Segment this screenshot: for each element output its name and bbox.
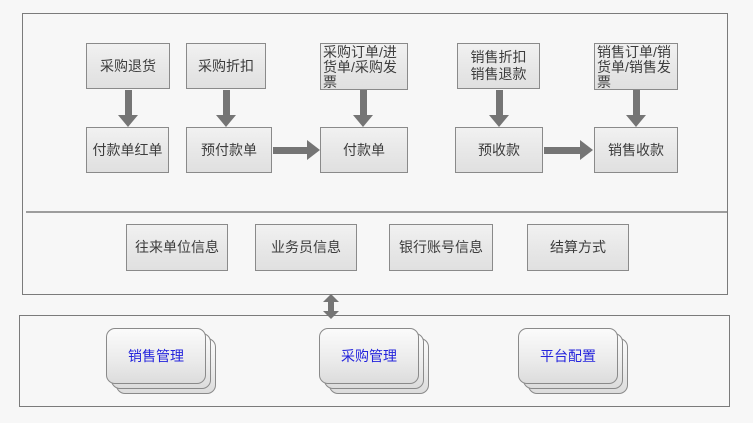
module-label: 采购管理 (341, 348, 397, 364)
divider-line (26, 211, 727, 213)
info-box-partner-info: 往来单位信息 (126, 224, 228, 271)
info-box-settlement-method: 结算方式 (527, 224, 629, 271)
down-arrow-icon (353, 90, 374, 127)
module-card-front: 平台配置 (518, 328, 618, 384)
down-arrow-icon (216, 90, 237, 127)
module-card-sales-management: 销售管理 (106, 328, 218, 396)
updown-arrow-icon (323, 294, 339, 319)
finance-flow-section (22, 13, 728, 295)
modules-section (19, 315, 730, 407)
flow-box-purchase-order-invoice: 采购订单/进货单/采购发票 (320, 43, 408, 90)
module-card-front: 销售管理 (106, 328, 206, 384)
down-arrow-icon (118, 90, 139, 127)
flow-box-purchase-return: 采购退货 (86, 43, 170, 89)
flow-box-payment-red-note: 付款单红单 (86, 127, 169, 173)
flow-box-prepayment: 预付款单 (186, 127, 272, 173)
right-arrow-icon (273, 140, 320, 160)
module-label: 销售管理 (128, 348, 184, 364)
down-arrow-icon (626, 90, 647, 127)
flow-box-sales-discount-refund: 销售折扣 销售退款 (457, 43, 540, 89)
flow-box-advance-receipt: 预收款 (455, 127, 543, 173)
flow-box-sales-order-invoice: 销售订单/销货单/销售发票 (594, 43, 678, 90)
info-box-bank-account-info: 银行账号信息 (389, 224, 493, 271)
module-label: 平台配置 (540, 348, 596, 364)
module-card-platform-config: 平台配置 (518, 328, 630, 396)
info-box-salesman-info: 业务员信息 (255, 224, 357, 271)
flow-box-purchase-discount: 采购折扣 (186, 43, 266, 89)
down-arrow-icon (489, 90, 510, 127)
module-card-purchase-management: 采购管理 (319, 328, 431, 396)
right-arrow-icon (544, 140, 593, 160)
flow-box-sales-receipt: 销售收款 (594, 127, 678, 173)
module-card-front: 采购管理 (319, 328, 419, 384)
flow-box-payment: 付款单 (320, 127, 408, 173)
